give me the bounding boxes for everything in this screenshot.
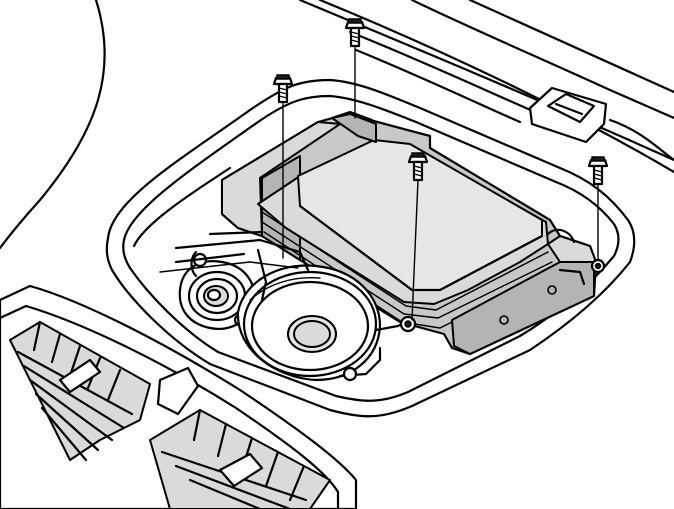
center-air-vent-icon bbox=[149, 366, 331, 509]
top-right-vent-icon bbox=[528, 86, 608, 144]
wiring-harness bbox=[159, 230, 417, 333]
screw-right bbox=[587, 156, 609, 274]
midrange-speaker bbox=[236, 264, 382, 382]
screw-left bbox=[272, 74, 294, 259]
screw-top-center bbox=[344, 18, 366, 119]
amplifier-module bbox=[220, 110, 598, 356]
left-air-vent-icon bbox=[9, 320, 151, 462]
screw-center bbox=[407, 152, 429, 321]
